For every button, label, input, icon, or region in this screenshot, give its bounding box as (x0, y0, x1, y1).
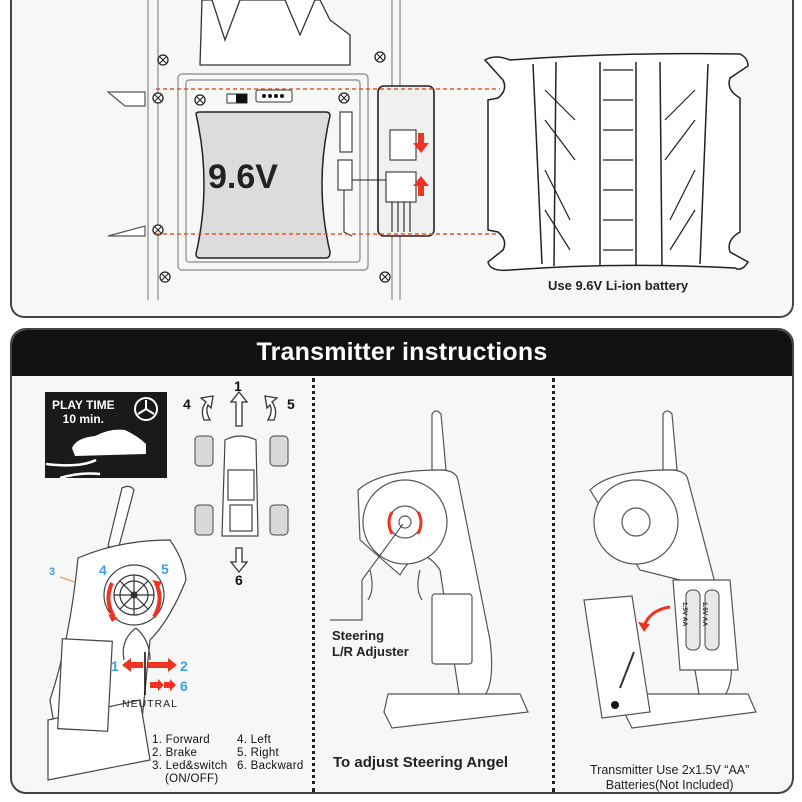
header-bar: Transmitter instructions (12, 330, 792, 376)
callout-led-switch: 3 (49, 566, 56, 578)
battery-voltage-label: 9.6V (208, 158, 278, 196)
steering-label-line1: Steering (332, 628, 385, 643)
steering-adjuster-label: Steering L/R Adjuster (332, 628, 409, 660)
legend-item: 6. Backward (237, 760, 304, 772)
callout-left: 4 (99, 562, 107, 578)
battery-cover (483, 52, 750, 272)
aa-battery-label: 1.5V AA (681, 602, 688, 627)
legend-item: 3. Led&switch (152, 760, 228, 772)
play-time-text: PLAY TIME 10 min. (52, 398, 115, 426)
steering-label-line2: L/R Adjuster (332, 644, 409, 659)
battery-caption-line2: Batteries(Not Included) (605, 778, 734, 792)
callout-brake: 2 (180, 658, 188, 674)
callout-backward: 6 (180, 678, 188, 694)
section-title: Transmitter instructions (256, 338, 548, 366)
neutral-label: NEUTRAL (122, 698, 179, 710)
play-time-label: PLAY TIME (52, 398, 115, 412)
legend-column-2: 4. Left 5. Right 6. Backward (237, 734, 304, 773)
column-divider (312, 378, 315, 792)
direction-label-forward: 1 (234, 378, 242, 394)
direction-arrows (199, 390, 279, 574)
timer-icon (134, 397, 158, 421)
callout-forward: 1 (111, 658, 119, 674)
direction-label-backward: 6 (235, 572, 243, 588)
chassis-diagram (106, 0, 750, 300)
callout-right: 5 (161, 561, 169, 577)
play-time-duration: 10 min. (62, 412, 105, 426)
battery-caption-line1: Transmitter Use 2x1.5V “AA” (590, 763, 750, 777)
legend-column-1: 1. Forward 2. Brake 3. Led&switch (ON/OF… (152, 734, 228, 786)
legend-item: 1. Forward (152, 734, 210, 746)
battery-requirement-caption: Transmitter Use 2x1.5V “AA” Batteries(No… (590, 763, 749, 793)
column-divider (552, 378, 555, 792)
battery-pack (195, 111, 331, 259)
legend-item: 5. Right (237, 747, 280, 759)
direction-label-left: 4 (183, 396, 191, 412)
direction-label-right: 5 (287, 396, 295, 412)
steering-caption: To adjust Steering Angel (333, 754, 509, 771)
aa-battery-label: 1.5V AA (701, 602, 708, 627)
battery-caption: Use 9.6V Li-ion battery (548, 278, 689, 293)
legend-item: (ON/OFF) (165, 773, 219, 785)
car-silhouette-icon (72, 429, 146, 456)
legend-item: 4. Left (237, 734, 272, 746)
legend-item: 2. Brake (152, 747, 198, 759)
